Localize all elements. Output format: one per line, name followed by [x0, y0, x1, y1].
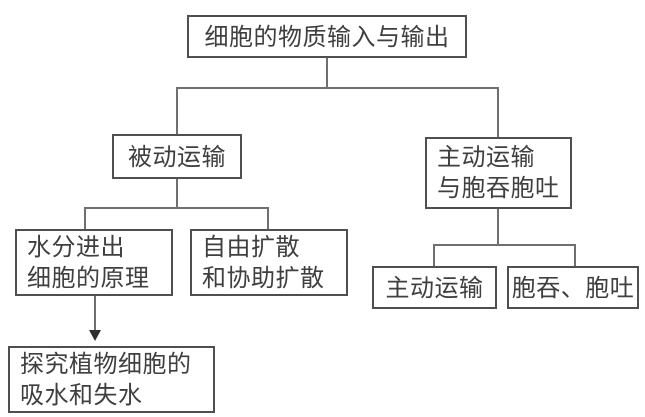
edge-to-active-parent	[497, 88, 499, 138]
edge-passive-trunk	[176, 178, 178, 209]
edge-passive-split	[84, 207, 269, 209]
edge-root-trunk	[326, 57, 328, 88]
node-diffusion-line1: 自由扩散	[202, 232, 300, 261]
node-root: 细胞的物质输入与输出	[187, 15, 467, 58]
node-active-and-bulk-line2: 与胞吞胞吐	[437, 174, 560, 202]
node-experiment-line2: 吸水和失水	[20, 380, 143, 409]
edge-active-split	[433, 244, 576, 246]
node-endocytosis-exocytosis: 胞吞、胞吐	[507, 266, 639, 309]
node-passive-transport: 被动运输	[112, 134, 242, 179]
node-diffusion: 自由扩散 和协助扩散	[190, 229, 348, 296]
node-root-label: 细胞的物质输入与输出	[204, 22, 450, 51]
edge-experiment-arrow-shaft	[94, 295, 96, 331]
edge-to-diffusion	[267, 208, 269, 230]
edge-to-endocytosis	[574, 245, 576, 267]
edge-to-water-principle	[84, 208, 86, 230]
edge-to-passive	[176, 88, 178, 135]
node-active-transport-label: 主动运输	[385, 273, 484, 302]
edge-active-trunk	[497, 208, 499, 246]
node-water-principle-line2: 细胞的原理	[27, 263, 150, 292]
node-passive-transport-label: 被动运输	[128, 142, 226, 171]
node-diffusion-line2: 和协助扩散	[202, 263, 325, 292]
node-active-transport: 主动运输	[372, 266, 497, 309]
node-active-and-bulk-line1: 主动运输	[437, 143, 535, 171]
node-experiment: 探究植物细胞的 吸水和失水	[8, 346, 215, 413]
edge-to-active-transport	[433, 245, 435, 267]
node-water-principle-line1: 水分进出	[27, 232, 125, 261]
node-water-principle: 水分进出 细胞的原理	[15, 229, 173, 296]
node-experiment-line1: 探究植物细胞的	[20, 349, 192, 378]
edge-root-split	[176, 87, 499, 89]
node-endocytosis-exocytosis-label: 胞吞、胞吐	[511, 273, 635, 302]
arrow-down-icon	[89, 330, 101, 341]
node-active-and-bulk: 主动运输 与胞吞胞吐	[425, 137, 572, 209]
